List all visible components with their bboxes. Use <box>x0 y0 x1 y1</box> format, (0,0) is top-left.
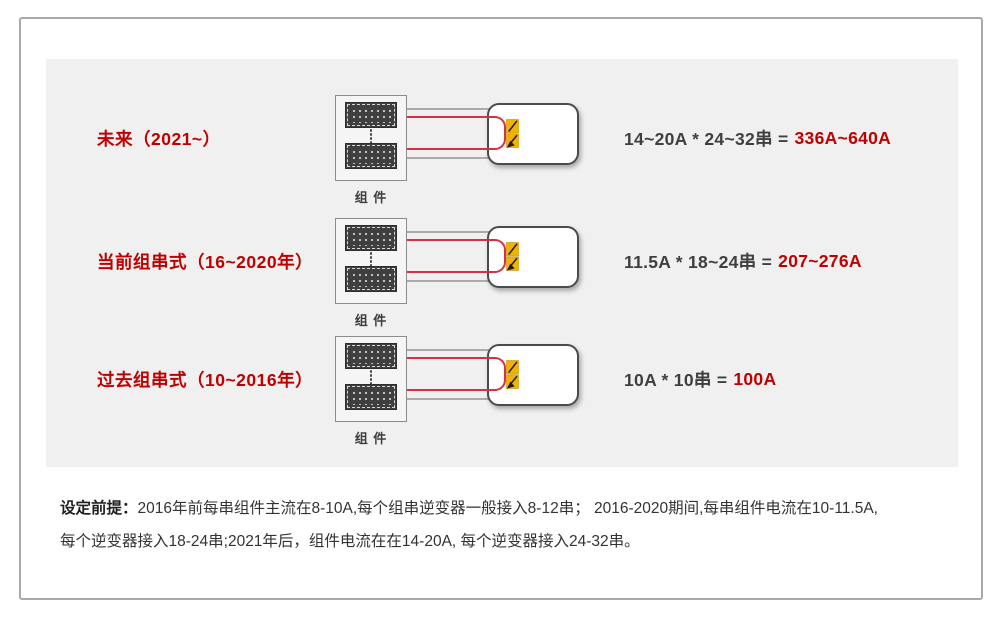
formula-expression: 10A * 10串 = <box>624 369 728 390</box>
assumption-text-1: 2016年前每串组件主流在8-10A,每个组串逆变器一般接入8-12串； 201… <box>137 500 878 517</box>
assumption-prefix: 设定前提： <box>60 500 138 517</box>
dc-wire-gray-top <box>407 231 491 233</box>
pv-panel-icon <box>345 343 397 369</box>
config-row-future: 未来（2021~） 组 件 <box>46 95 958 205</box>
vertical-dots-icon <box>369 129 373 145</box>
vertical-dots-icon <box>369 370 373 386</box>
era-label: 过去组串式（10~2016年） <box>97 369 314 390</box>
formula-result: 100A <box>733 368 777 389</box>
pv-module-box <box>335 218 407 304</box>
dc-wire-gray-bottom <box>407 398 491 400</box>
pv-panel-icon <box>345 143 397 169</box>
formula-expression: 14~20A * 24~32串 = <box>624 128 789 149</box>
current-formula: 11.5A * 18~24串 = 207~276A <box>624 218 862 304</box>
dc-wire-gray-bottom <box>407 280 491 282</box>
era-label: 未来（2021~） <box>97 128 221 149</box>
assumption-line-1: 设定前提：2016年前每串组件主流在8-10A,每个组串逆变器一般接入8-12串… <box>60 492 960 525</box>
formula-result: 336A~640A <box>794 127 892 148</box>
dc-wire-red-loop <box>407 239 506 273</box>
module-label: 组 件 <box>354 190 388 205</box>
module-label: 组 件 <box>354 313 388 328</box>
era-label: 当前组串式（16~2020年） <box>97 251 314 272</box>
dc-wire-gray-top <box>407 108 491 110</box>
vertical-dots-icon <box>369 252 373 268</box>
diagram-panel: 未来（2021~） 组 件 <box>46 59 958 467</box>
pv-panel-icon <box>345 102 397 128</box>
assumption-note: 设定前提：2016年前每串组件主流在8-10A,每个组串逆变器一般接入8-12串… <box>60 492 960 558</box>
pv-module-box <box>335 336 407 422</box>
inverter-box <box>487 103 579 165</box>
lightning-arrow-icon <box>506 242 519 271</box>
pv-module-box <box>335 95 407 181</box>
lightning-arrow-icon <box>506 360 519 389</box>
current-formula: 14~20A * 24~32串 = 336A~640A <box>624 95 891 181</box>
config-row-past: 过去组串式（10~2016年） 组 件 <box>46 336 958 446</box>
module-label: 组 件 <box>354 431 388 446</box>
inverter-box <box>487 344 579 406</box>
dc-wire-gray-bottom <box>407 157 491 159</box>
pv-panel-icon <box>345 384 397 410</box>
assumption-line-2: 每个逆变器接入18-24串;2021年后，组件电流在在14-20A, 每个逆变器… <box>60 533 640 550</box>
inverter-box <box>487 226 579 288</box>
current-formula: 10A * 10串 = 100A <box>624 336 776 422</box>
dc-wire-gray-top <box>407 349 491 351</box>
pv-panel-icon <box>345 266 397 292</box>
lightning-arrow-icon <box>506 119 519 148</box>
pv-panel-icon <box>345 225 397 251</box>
outer-frame: 未来（2021~） 组 件 <box>19 17 983 600</box>
config-row-current: 当前组串式（16~2020年） 组 件 <box>46 218 958 328</box>
dc-wire-red-loop <box>407 357 506 391</box>
formula-result: 207~276A <box>778 250 862 271</box>
formula-expression: 11.5A * 18~24串 = <box>624 251 773 272</box>
dc-wire-red-loop <box>407 116 506 150</box>
